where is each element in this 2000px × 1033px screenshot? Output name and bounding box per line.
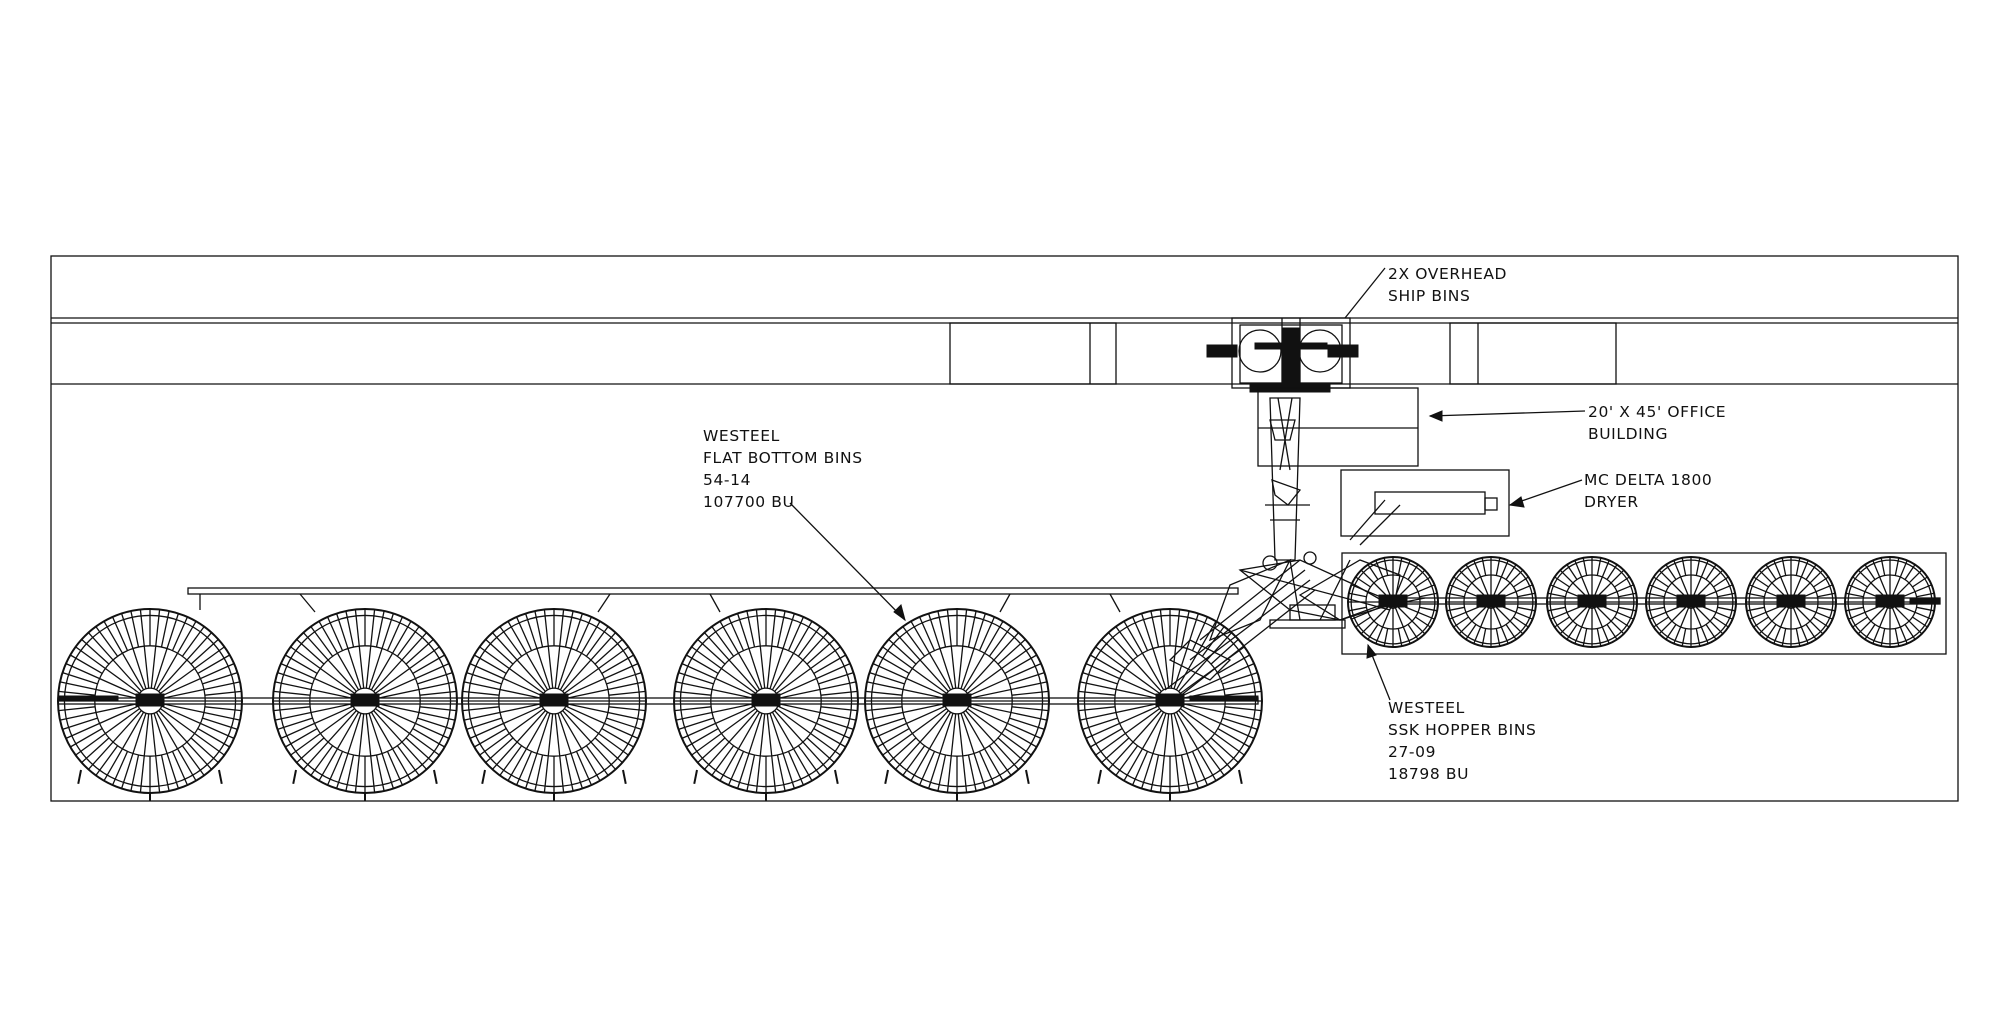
hopper-bin <box>1546 556 1638 648</box>
leader-lines <box>789 267 1586 701</box>
hopper-bins-label-line-2: SSK HOPPER BINS <box>1388 721 1536 739</box>
flat-bins-label-line-4: 107700 BU <box>703 493 794 511</box>
ship-bins-label-line-1: 2X OVERHEAD <box>1388 265 1507 283</box>
dryer-label-line-2: DRYER <box>1584 493 1639 511</box>
dryer <box>1340 469 1510 546</box>
flat-bottom-bin <box>864 608 1050 801</box>
flat-bottom-bin <box>1077 608 1263 801</box>
flat-bottom-bin <box>57 608 243 801</box>
office-label-line-1: 20' X 45' OFFICE <box>1588 403 1726 421</box>
hopper-bin <box>1347 556 1439 648</box>
office-label-line-2: BUILDING <box>1588 425 1668 443</box>
flat-bottom-bin <box>272 608 458 801</box>
hopper-bin <box>1844 556 1936 648</box>
flat-bins-label-line-3: 54-14 <box>703 471 751 489</box>
dryer-label-line-1: MC DELTA 1800 <box>1584 471 1712 489</box>
hopper-bin <box>1745 556 1837 648</box>
upper-conveyor <box>187 587 1239 613</box>
ship-bins-label-line-2: SHIP BINS <box>1388 287 1470 305</box>
hopper-bins-label-line-4: 18798 BU <box>1388 765 1469 783</box>
overhead-ship-bins <box>1206 317 1359 393</box>
hopper-bins-label-line-1: WESTEEL <box>1388 699 1465 717</box>
flat-bins-label-line-1: WESTEEL <box>703 427 780 445</box>
office-building <box>1257 387 1419 467</box>
distribution-network <box>1164 551 1426 701</box>
right-shed <box>1449 322 1617 385</box>
elevator-leg <box>1265 397 1310 561</box>
flat-bottom-bin <box>673 608 859 801</box>
flat-bottom-bin <box>461 608 647 801</box>
flat-bottom-bins <box>57 608 1263 801</box>
site-boundary <box>50 255 1959 802</box>
hopper-bin <box>1645 556 1737 648</box>
flat-bins-label-line-2: FLAT BOTTOM BINS <box>703 449 863 467</box>
hopper-bins <box>1347 556 1936 648</box>
hopper-bins-label-line-3: 27-09 <box>1388 743 1436 761</box>
left-shed <box>949 322 1117 385</box>
hopper-bin <box>1445 556 1537 648</box>
hopper-bin-area <box>1341 552 1947 655</box>
